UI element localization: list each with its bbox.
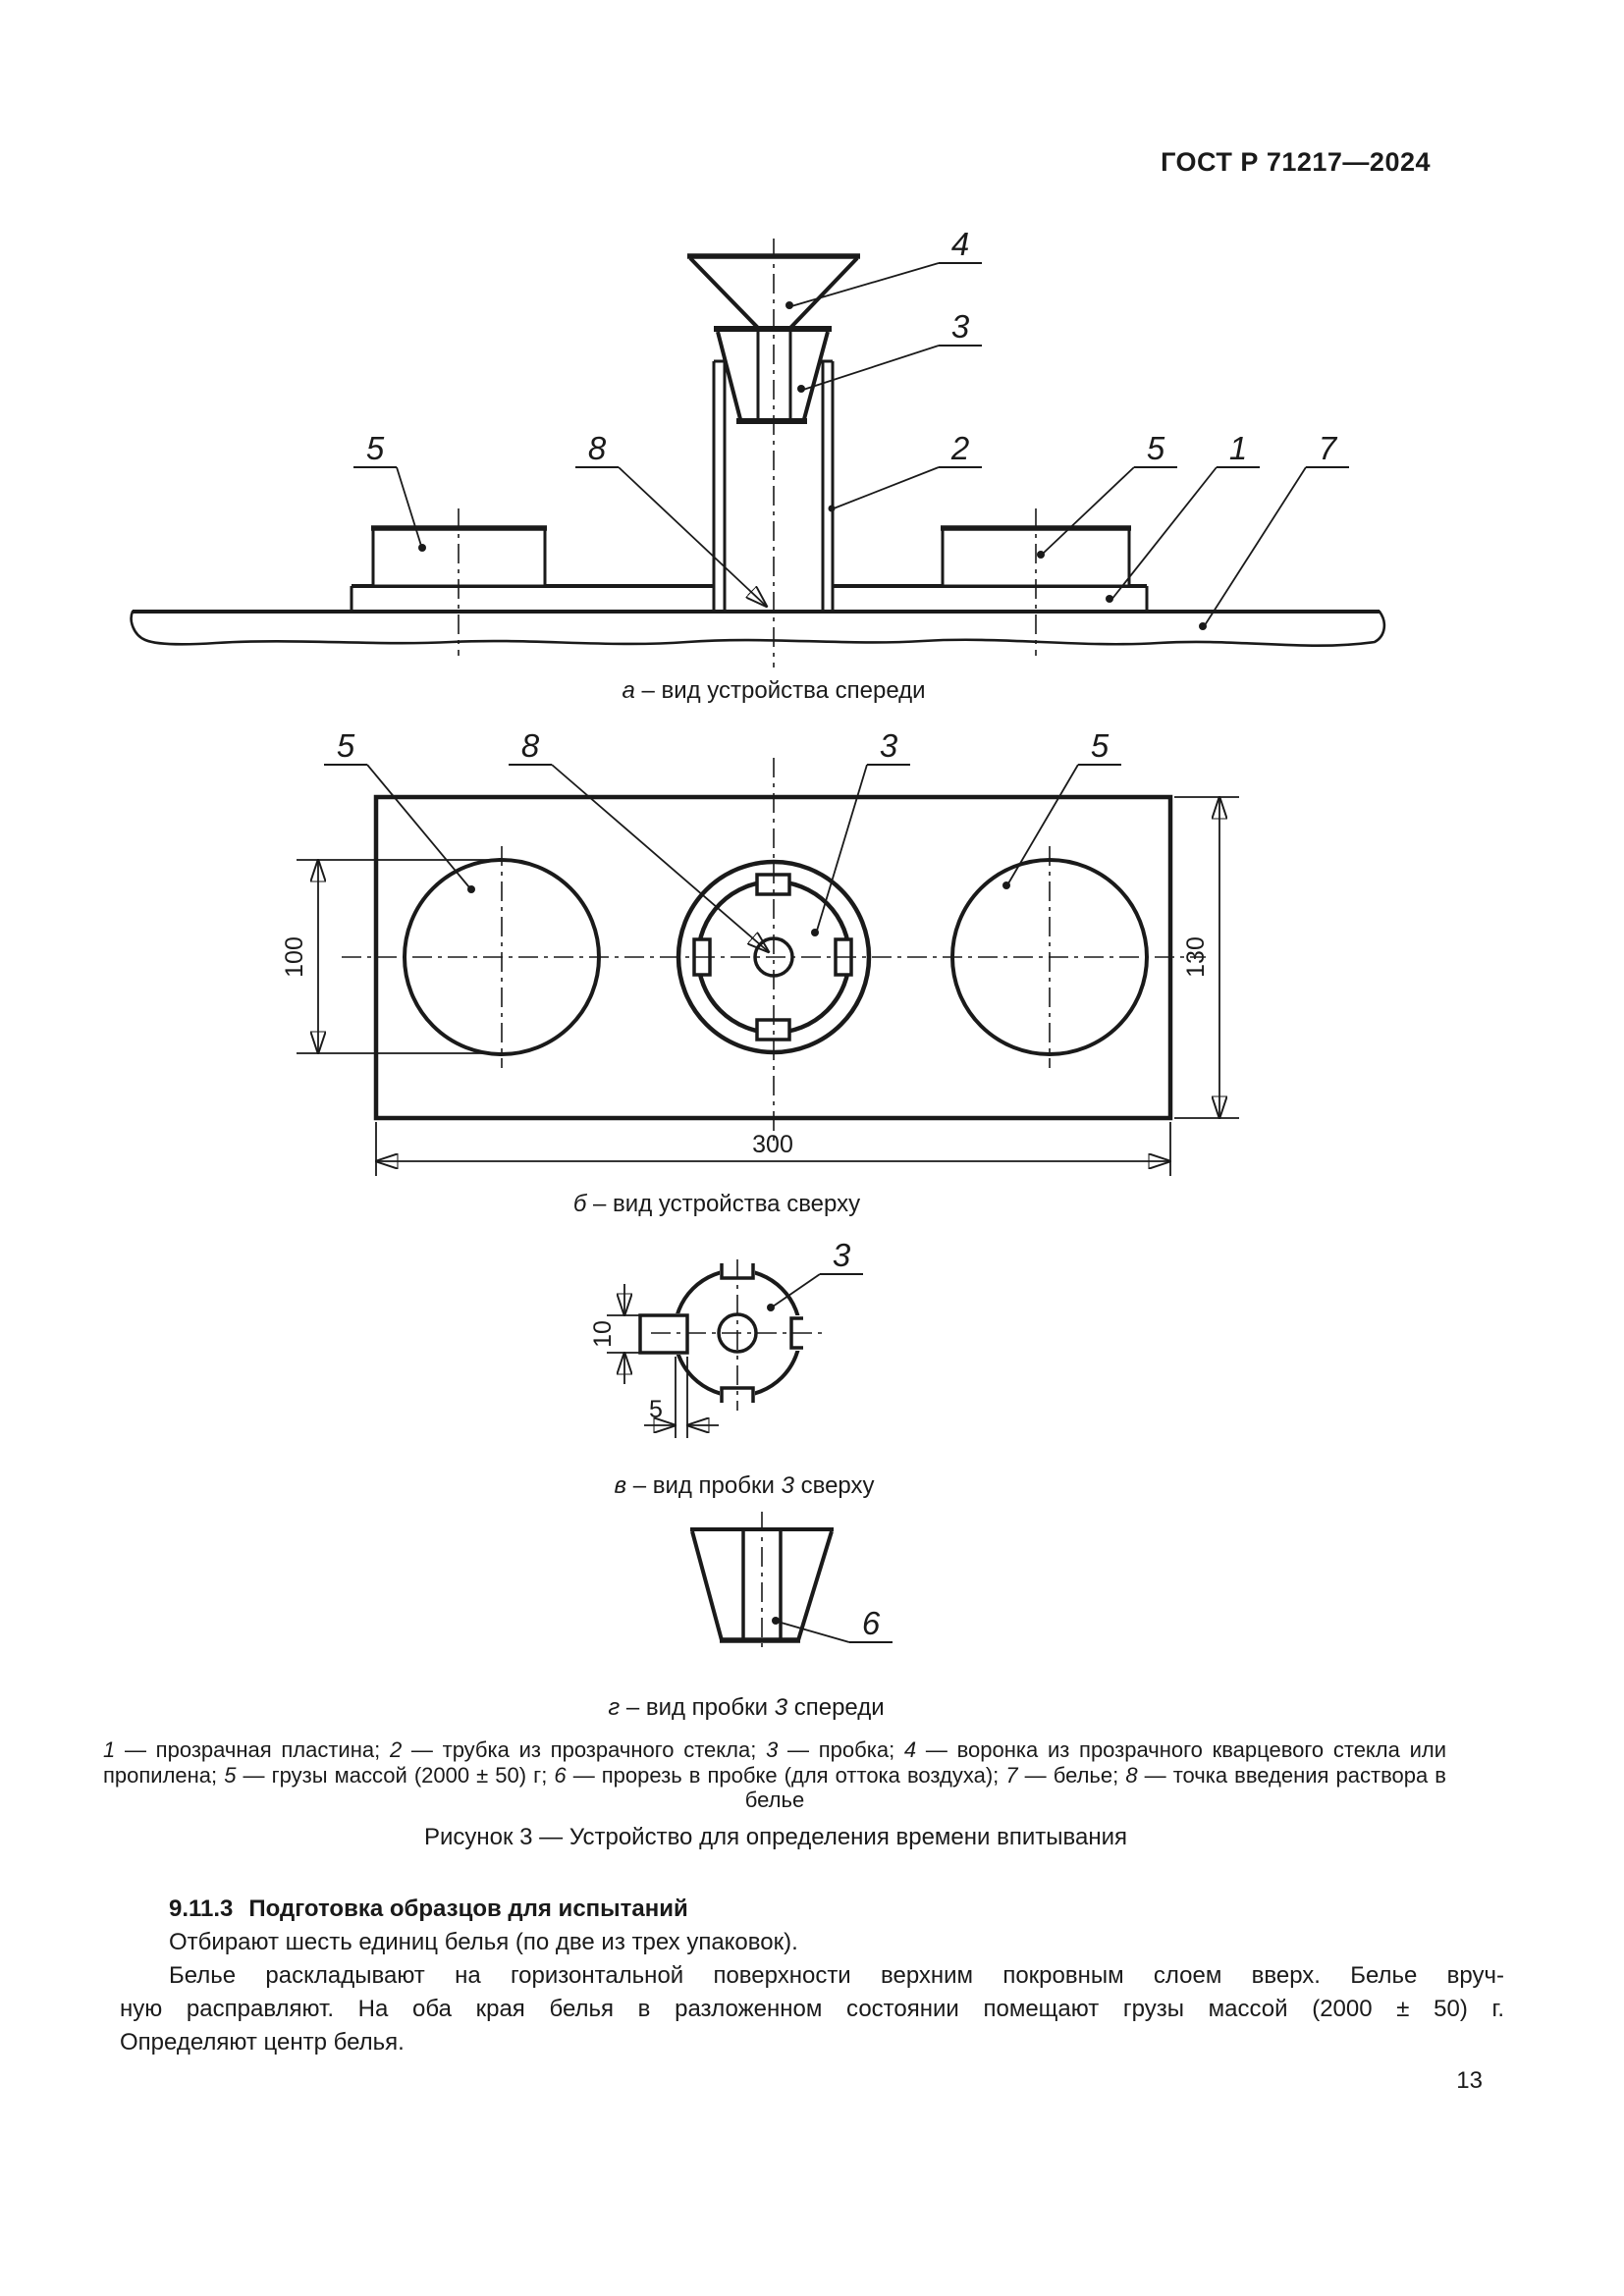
paragraph-2-line-1: Белье раскладывают на горизонтальной пов… (169, 1962, 1504, 1989)
weight-left (371, 508, 547, 656)
svg-text:3: 3 (880, 727, 898, 764)
svg-text:3: 3 (833, 1237, 851, 1273)
callout-linen: 7 (1199, 430, 1349, 630)
svg-text:5: 5 (1091, 727, 1110, 764)
callout-plate: 1 (1106, 430, 1260, 603)
callout-injection-point: 8 (575, 430, 767, 607)
callout-funnel: 4 (785, 226, 982, 309)
section-number: 9.11.3 (169, 1896, 234, 1922)
dimension-130: 130 (1174, 797, 1239, 1118)
svg-text:10: 10 (589, 1320, 617, 1348)
svg-text:5: 5 (337, 727, 355, 764)
svg-text:100: 100 (281, 936, 308, 978)
figure-b-top-view-drawing: 5 8 3 5 100 (281, 727, 1239, 1176)
svg-text:4: 4 (951, 226, 969, 262)
callout-tube: 2 (828, 430, 982, 512)
standard-number-header: ГОСТ Р 71217—2024 (1161, 147, 1431, 177)
dimension-300: 300 (376, 1122, 1170, 1176)
callout-plug: 3 (797, 308, 982, 393)
figure-v-plug-top-drawing: 10 5 3 (589, 1237, 863, 1438)
paragraph-1: Отбирают шесть единиц белья (по две из т… (169, 1929, 798, 1955)
section-heading: 9.11.3 Подготовка образцов для испытаний (120, 1893, 1504, 1926)
svg-text:8: 8 (521, 727, 540, 764)
callout-weight-left-top: 5 (324, 727, 475, 893)
plug-air-slots (637, 1261, 805, 1405)
dimension-10: 10 (589, 1284, 640, 1384)
plug-front (714, 326, 832, 424)
page-number: 13 (1456, 2067, 1483, 2094)
dimension-100: 100 (281, 860, 509, 1053)
svg-text:130: 130 (1182, 936, 1210, 978)
figure-g-plug-front-drawing: 6 (690, 1512, 893, 1651)
svg-text:5: 5 (1147, 430, 1165, 466)
paragraph-2-line-3: Определяют центр белья. (120, 2029, 405, 2056)
svg-text:3: 3 (951, 308, 970, 345)
callout-injection-point-top: 8 (509, 727, 769, 952)
svg-text:6: 6 (862, 1605, 881, 1641)
callout-weight-left: 5 (353, 430, 426, 552)
figure-g-caption: г – вид пробки 3 спереди (608, 1694, 885, 1721)
weight-right (941, 508, 1131, 656)
figure-b-caption: б – вид устройства сверху (572, 1191, 861, 1217)
linen-fabric-hatched (130, 610, 1386, 647)
section-title: Подготовка образцов для испытаний (248, 1896, 688, 1922)
svg-text:5: 5 (649, 1396, 663, 1423)
figure-v-caption: в – вид пробки 3 сверху (614, 1472, 875, 1499)
callout-weight-right: 5 (1037, 430, 1177, 559)
svg-text:2: 2 (950, 430, 969, 466)
svg-text:8: 8 (588, 430, 607, 466)
svg-text:7: 7 (1319, 430, 1338, 466)
callout-plug-v: 3 (767, 1237, 863, 1311)
callout-weight-right-top: 5 (1002, 727, 1121, 889)
callout-plug-top: 3 (811, 727, 910, 936)
callout-slot: 6 (772, 1605, 893, 1643)
figure-a-caption: а – вид устройства спереди (622, 677, 926, 704)
figure-title: Рисунок 3 — Устройство для определения в… (423, 1824, 1127, 1850)
svg-text:5: 5 (366, 430, 385, 466)
dimension-5: 5 (644, 1357, 719, 1438)
figure-legend: 1 — прозрачная пластина; 2 — трубка из п… (103, 1737, 1447, 1812)
plug-center-hole (717, 1312, 758, 1354)
svg-text:1: 1 (1229, 430, 1247, 466)
paragraph-2-line-2: ную расправляют. На оба края белья в раз… (120, 1996, 1504, 2022)
figure-a-front-view-drawing: 4 3 5 8 2 5 (130, 226, 1386, 667)
svg-text:300: 300 (752, 1131, 793, 1158)
